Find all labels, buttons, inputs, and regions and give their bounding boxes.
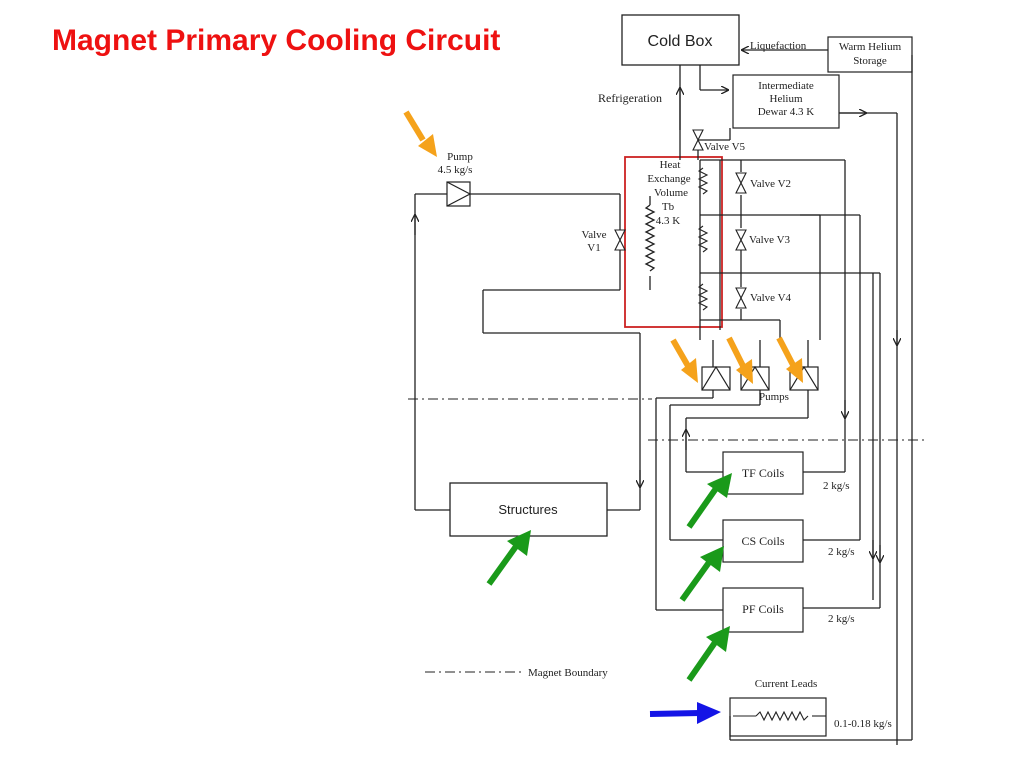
valve-v5-label: Valve V5: [704, 141, 746, 153]
valve-v5-symbol: [692, 129, 704, 151]
hx-label-5: 4.3 K: [656, 215, 681, 227]
valve-v4-label: Valve V4: [750, 292, 792, 304]
tf-coils-label: TF Coils: [742, 466, 785, 480]
orange-arrow-pump-2: [726, 336, 753, 384]
tf-coils-box: TF Coils: [722, 451, 804, 495]
valve-v1-label-1: Valve: [581, 229, 606, 241]
dewar-label-1: Intermediate: [758, 80, 814, 92]
cold-box-label: Cold Box: [648, 33, 713, 50]
flow-leads-label: 0.1-0.18 kg/s: [834, 718, 892, 730]
pipe-network: [415, 50, 913, 745]
pf-coils-label: PF Coils: [742, 602, 784, 616]
valves: [614, 129, 747, 309]
pump-1-symbol: [701, 365, 731, 391]
warm-helium-label-1: Warm Helium: [839, 41, 902, 53]
green-arrow-structures: [486, 530, 531, 586]
green-arrow-pf: [686, 626, 730, 682]
valve-v4-symbol: [735, 287, 747, 309]
dewar-label-2: Helium: [770, 93, 803, 105]
diagram-labels: Liquefaction Refrigeration Valve V5 Pump…: [438, 40, 892, 730]
intermediate-helium-dewar: Intermediate Helium Dewar 4.3 K: [732, 74, 840, 129]
liquefaction-label: Liquefaction: [750, 40, 807, 52]
blue-arrow-current-leads: [649, 702, 721, 724]
hx-coils: [697, 167, 709, 311]
pumps: [446, 181, 819, 391]
refrigeration-label: Refrigeration: [598, 91, 662, 105]
pump-label-2: 4.5 kg/s: [438, 164, 473, 176]
flow-cs-label: 2 kg/s: [828, 546, 855, 558]
current-leads-box: [729, 697, 827, 737]
pump-label-1: Pump: [447, 151, 473, 163]
pumps-label: Pumps: [759, 391, 789, 403]
valve-v2-symbol: [735, 172, 747, 194]
hx-label-1: Heat: [660, 159, 681, 171]
structures-label: Structures: [498, 502, 558, 517]
flow-tf-label: 2 kg/s: [823, 480, 850, 492]
warm-helium-storage: Warm Helium Storage: [827, 36, 913, 73]
magnet-boundary-lines: [408, 398, 924, 673]
main-pump-symbol: [446, 181, 472, 207]
magnet-boundary-label: Magnet Boundary: [528, 667, 608, 679]
valve-v1-label-2: V1: [587, 242, 600, 254]
dewar-label-3: Dewar 4.3 K: [758, 106, 815, 118]
heat-exchange-highlight-box: [624, 156, 723, 328]
green-arrow-cs: [679, 546, 724, 602]
valve-v3-symbol: [735, 229, 747, 251]
cold-box: Cold Box: [621, 14, 740, 66]
orange-arrow-pump-1: [670, 338, 698, 383]
current-leads-label: Current Leads: [755, 678, 818, 690]
warm-helium-label-2: Storage: [853, 55, 887, 67]
valve-v3-label: Valve V3: [749, 234, 791, 246]
flow-pf-label: 2 kg/s: [828, 613, 855, 625]
cs-coils-box: CS Coils: [722, 519, 804, 563]
orange-arrows: [403, 110, 803, 384]
green-arrow-tf: [686, 473, 732, 529]
valve-v1-symbol: [614, 229, 626, 251]
pf-coils-box: PF Coils: [722, 587, 804, 633]
hx-label-4: Tb: [662, 201, 675, 213]
slide-title: Magnet Primary Cooling Circuit: [52, 24, 501, 57]
structures-box: Structures: [449, 482, 608, 537]
valve-v2-label: Valve V2: [750, 178, 791, 190]
cs-coils-label: CS Coils: [741, 534, 784, 548]
hx-label-3: Volume: [654, 187, 688, 199]
orange-arrow-pump-3: [776, 336, 803, 383]
hx-label-2: Exchange: [647, 173, 690, 185]
green-arrows: [486, 473, 732, 682]
orange-arrow-pump: [403, 110, 437, 157]
